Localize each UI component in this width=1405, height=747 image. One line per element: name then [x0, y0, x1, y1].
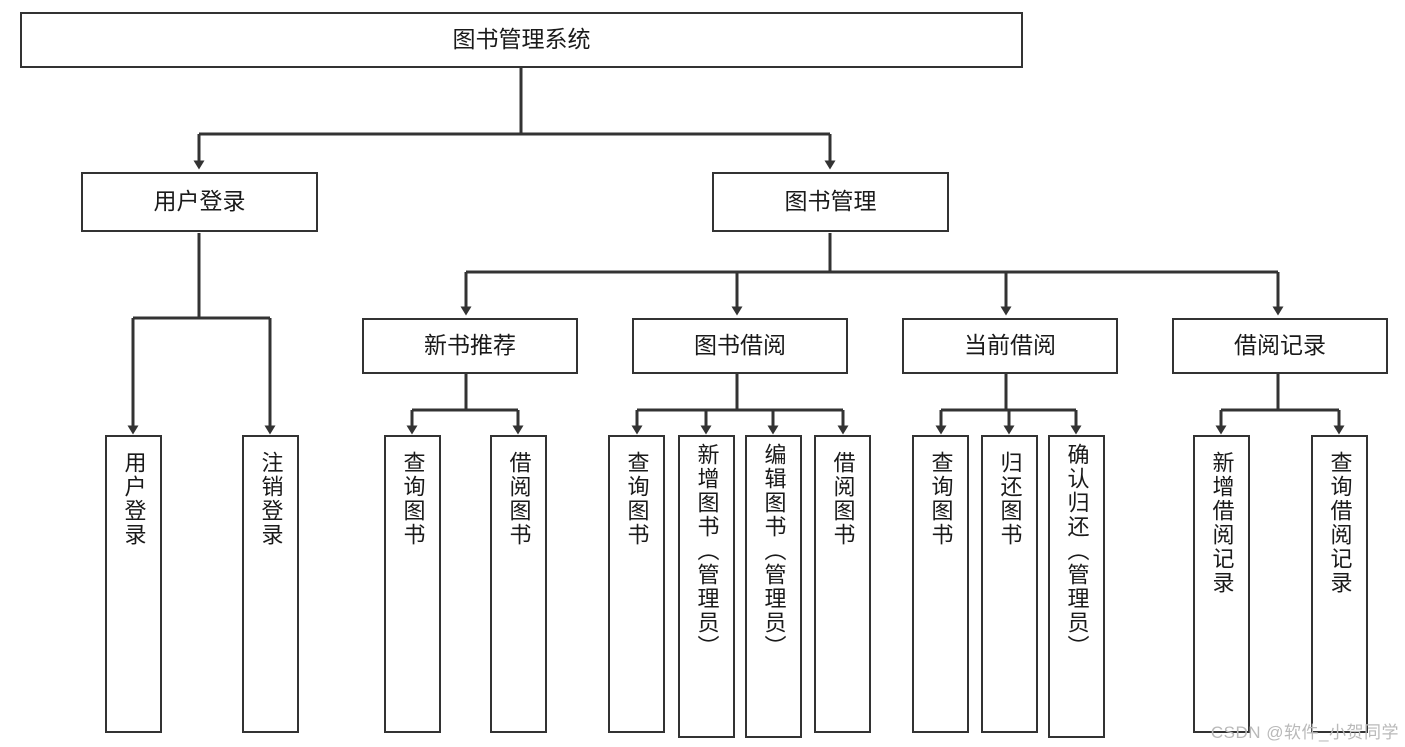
leaf-borrow-book-1[interactable]: 借阅图书 — [490, 435, 547, 733]
leaf-add-borrow-record[interactable]: 新增借阅记录 — [1193, 435, 1250, 733]
node-borrow-record[interactable]: 借阅记录 — [1172, 318, 1388, 374]
node-current-borrow[interactable]: 当前借阅 — [902, 318, 1118, 374]
leaf-confirm-return-admin[interactable]: 确认归还（管理员） — [1048, 435, 1105, 738]
node-root-system[interactable]: 图书管理系统 — [20, 12, 1023, 68]
leaf-query-borrow-record[interactable]: 查询借阅记录 — [1311, 435, 1368, 733]
leaf-add-book-admin[interactable]: 新增图书（管理员） — [678, 435, 735, 738]
leaf-logout-login[interactable]: 注销登录 — [242, 435, 299, 733]
watermark-credit: CSDN @软件_小贺同学 — [1210, 723, 1399, 742]
leaf-query-book-3[interactable]: 查询图书 — [912, 435, 969, 733]
node-user-login[interactable]: 用户登录 — [81, 172, 318, 232]
node-book-management[interactable]: 图书管理 — [712, 172, 949, 232]
leaf-user-login[interactable]: 用户登录 — [105, 435, 162, 733]
leaf-query-book-2[interactable]: 查询图书 — [608, 435, 665, 733]
leaf-query-book-1[interactable]: 查询图书 — [384, 435, 441, 733]
leaf-borrow-book-2[interactable]: 借阅图书 — [814, 435, 871, 733]
node-new-book-recommend[interactable]: 新书推荐 — [362, 318, 578, 374]
leaf-edit-book-admin[interactable]: 编辑图书（管理员） — [745, 435, 802, 738]
leaf-return-book[interactable]: 归还图书 — [981, 435, 1038, 733]
node-book-borrow[interactable]: 图书借阅 — [632, 318, 848, 374]
